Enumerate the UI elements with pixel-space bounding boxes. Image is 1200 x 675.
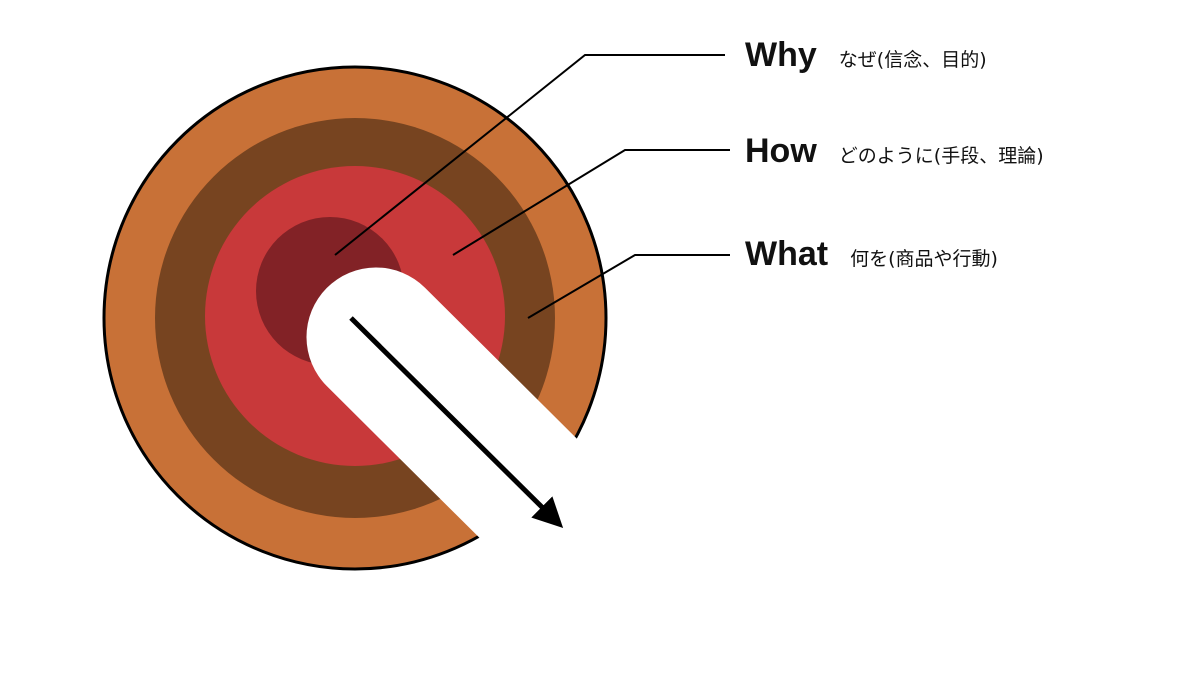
label-why-jp: なぜ(信念、目的): [838, 49, 987, 71]
leader-line-why: [334, 54, 725, 256]
label-why: Why なぜ(信念、目的): [745, 36, 987, 75]
pill-shape: [306, 267, 610, 570]
label-what-jp: 何を(商品や行動): [850, 248, 998, 270]
direction-arrow: [349, 316, 564, 529]
leader-line-what: [527, 254, 730, 319]
label-how-jp: どのように(手段、理論): [838, 145, 1044, 167]
label-why-en: Why: [745, 36, 817, 74]
leader-line-how: [452, 149, 730, 256]
label-how: How どのように(手段、理論): [745, 132, 1044, 171]
label-how-en: How: [745, 132, 817, 170]
label-what-en: What: [745, 235, 829, 273]
label-what: What 何を(商品や行動): [745, 235, 998, 274]
